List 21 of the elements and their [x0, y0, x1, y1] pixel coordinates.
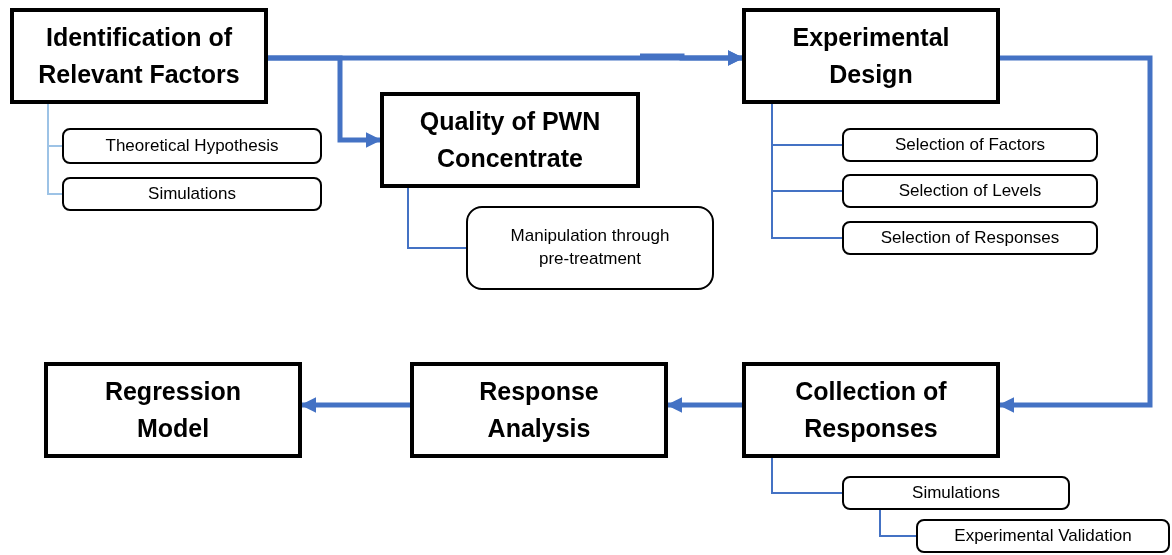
connector-line: [771, 103, 843, 239]
detail-box: Simulations: [842, 476, 1070, 510]
connector-line: [771, 457, 843, 494]
detail-box: Experimental Validation: [916, 519, 1170, 553]
process-box: Identification of Relevant Factors: [10, 8, 268, 104]
process-box: Response Analysis: [410, 362, 668, 458]
process-box: Quality of PWN Concentrate: [380, 92, 640, 188]
detail-box: Theoretical Hypothesis: [62, 128, 322, 164]
connector-line: [47, 103, 63, 195]
detail-box: Selection of Responses: [842, 221, 1098, 255]
process-box: Regression Model: [44, 362, 302, 458]
connector-line: [879, 509, 917, 537]
process-box: Experimental Design: [742, 8, 1000, 104]
arrow: [640, 50, 744, 66]
detail-box: Selection of Levels: [842, 174, 1098, 208]
detail-box: Simulations: [62, 177, 322, 211]
detail-box: Manipulation through pre-treatment: [466, 206, 714, 290]
process-box: Collection of Responses: [742, 362, 1000, 458]
connector-line: [407, 187, 467, 249]
detail-box: Selection of Factors: [842, 128, 1098, 162]
arrow: [268, 55, 382, 148]
